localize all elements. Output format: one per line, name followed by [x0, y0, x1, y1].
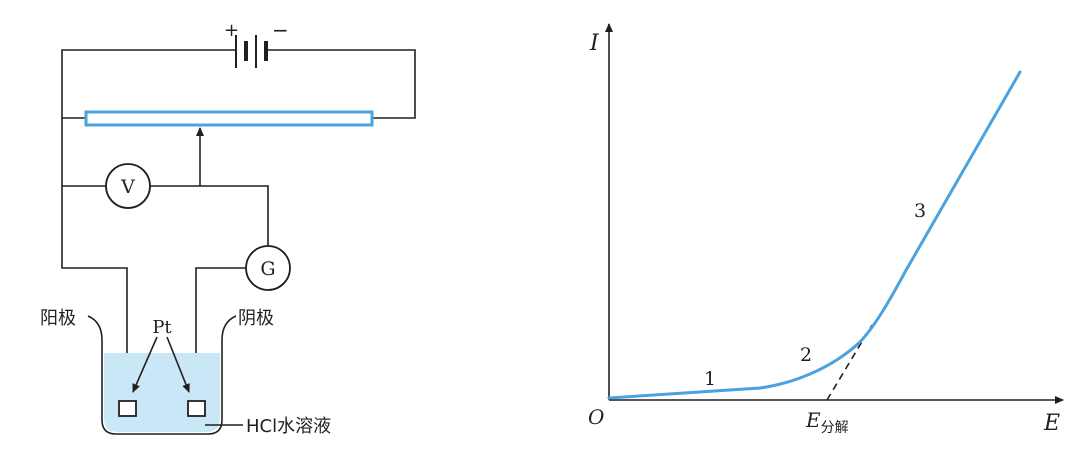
x-axis-label: E	[1043, 411, 1060, 436]
decomposition-voltage-label: E分解	[805, 408, 849, 436]
top-wire-left	[61, 49, 236, 118]
beaker	[87, 315, 237, 435]
decomp-label-main: E	[805, 408, 821, 432]
ie-graph: I E O 1 2 3 E分解	[588, 23, 1064, 436]
anode-electrode	[118, 400, 137, 417]
battery-minus-label: −	[272, 18, 289, 42]
ie-curve	[607, 70, 1022, 400]
circuit-diagram: + − V G 阳极 阴极 Pt HCl水溶液	[40, 18, 416, 437]
rheostat	[84, 110, 374, 127]
decomp-label-sub: 分解	[821, 420, 849, 436]
pt-arrow-cathode	[166, 336, 190, 393]
battery	[235, 35, 268, 68]
segment-1-label: 1	[704, 368, 716, 390]
pt-arrow-anode	[132, 336, 158, 393]
origin-label: O	[588, 405, 604, 429]
left-wire	[61, 118, 128, 404]
solution-label: HCl水溶液	[246, 416, 331, 437]
top-wire-right	[268, 49, 416, 119]
segment-2-label: 2	[800, 344, 812, 366]
pt-label: Pt	[152, 317, 172, 338]
cathode-label: 阴极	[238, 308, 274, 329]
segment-3-label: 3	[914, 200, 926, 222]
galvanometer-label: G	[260, 258, 275, 280]
battery-plus-label: +	[224, 20, 239, 41]
cathode-electrode	[187, 400, 206, 417]
voltmeter-label: V	[120, 176, 135, 198]
anode-label: 阳极	[40, 308, 76, 329]
y-axis-label: I	[589, 31, 600, 56]
hcl-solution	[104, 353, 220, 432]
voltmeter-right-wire	[150, 185, 269, 246]
